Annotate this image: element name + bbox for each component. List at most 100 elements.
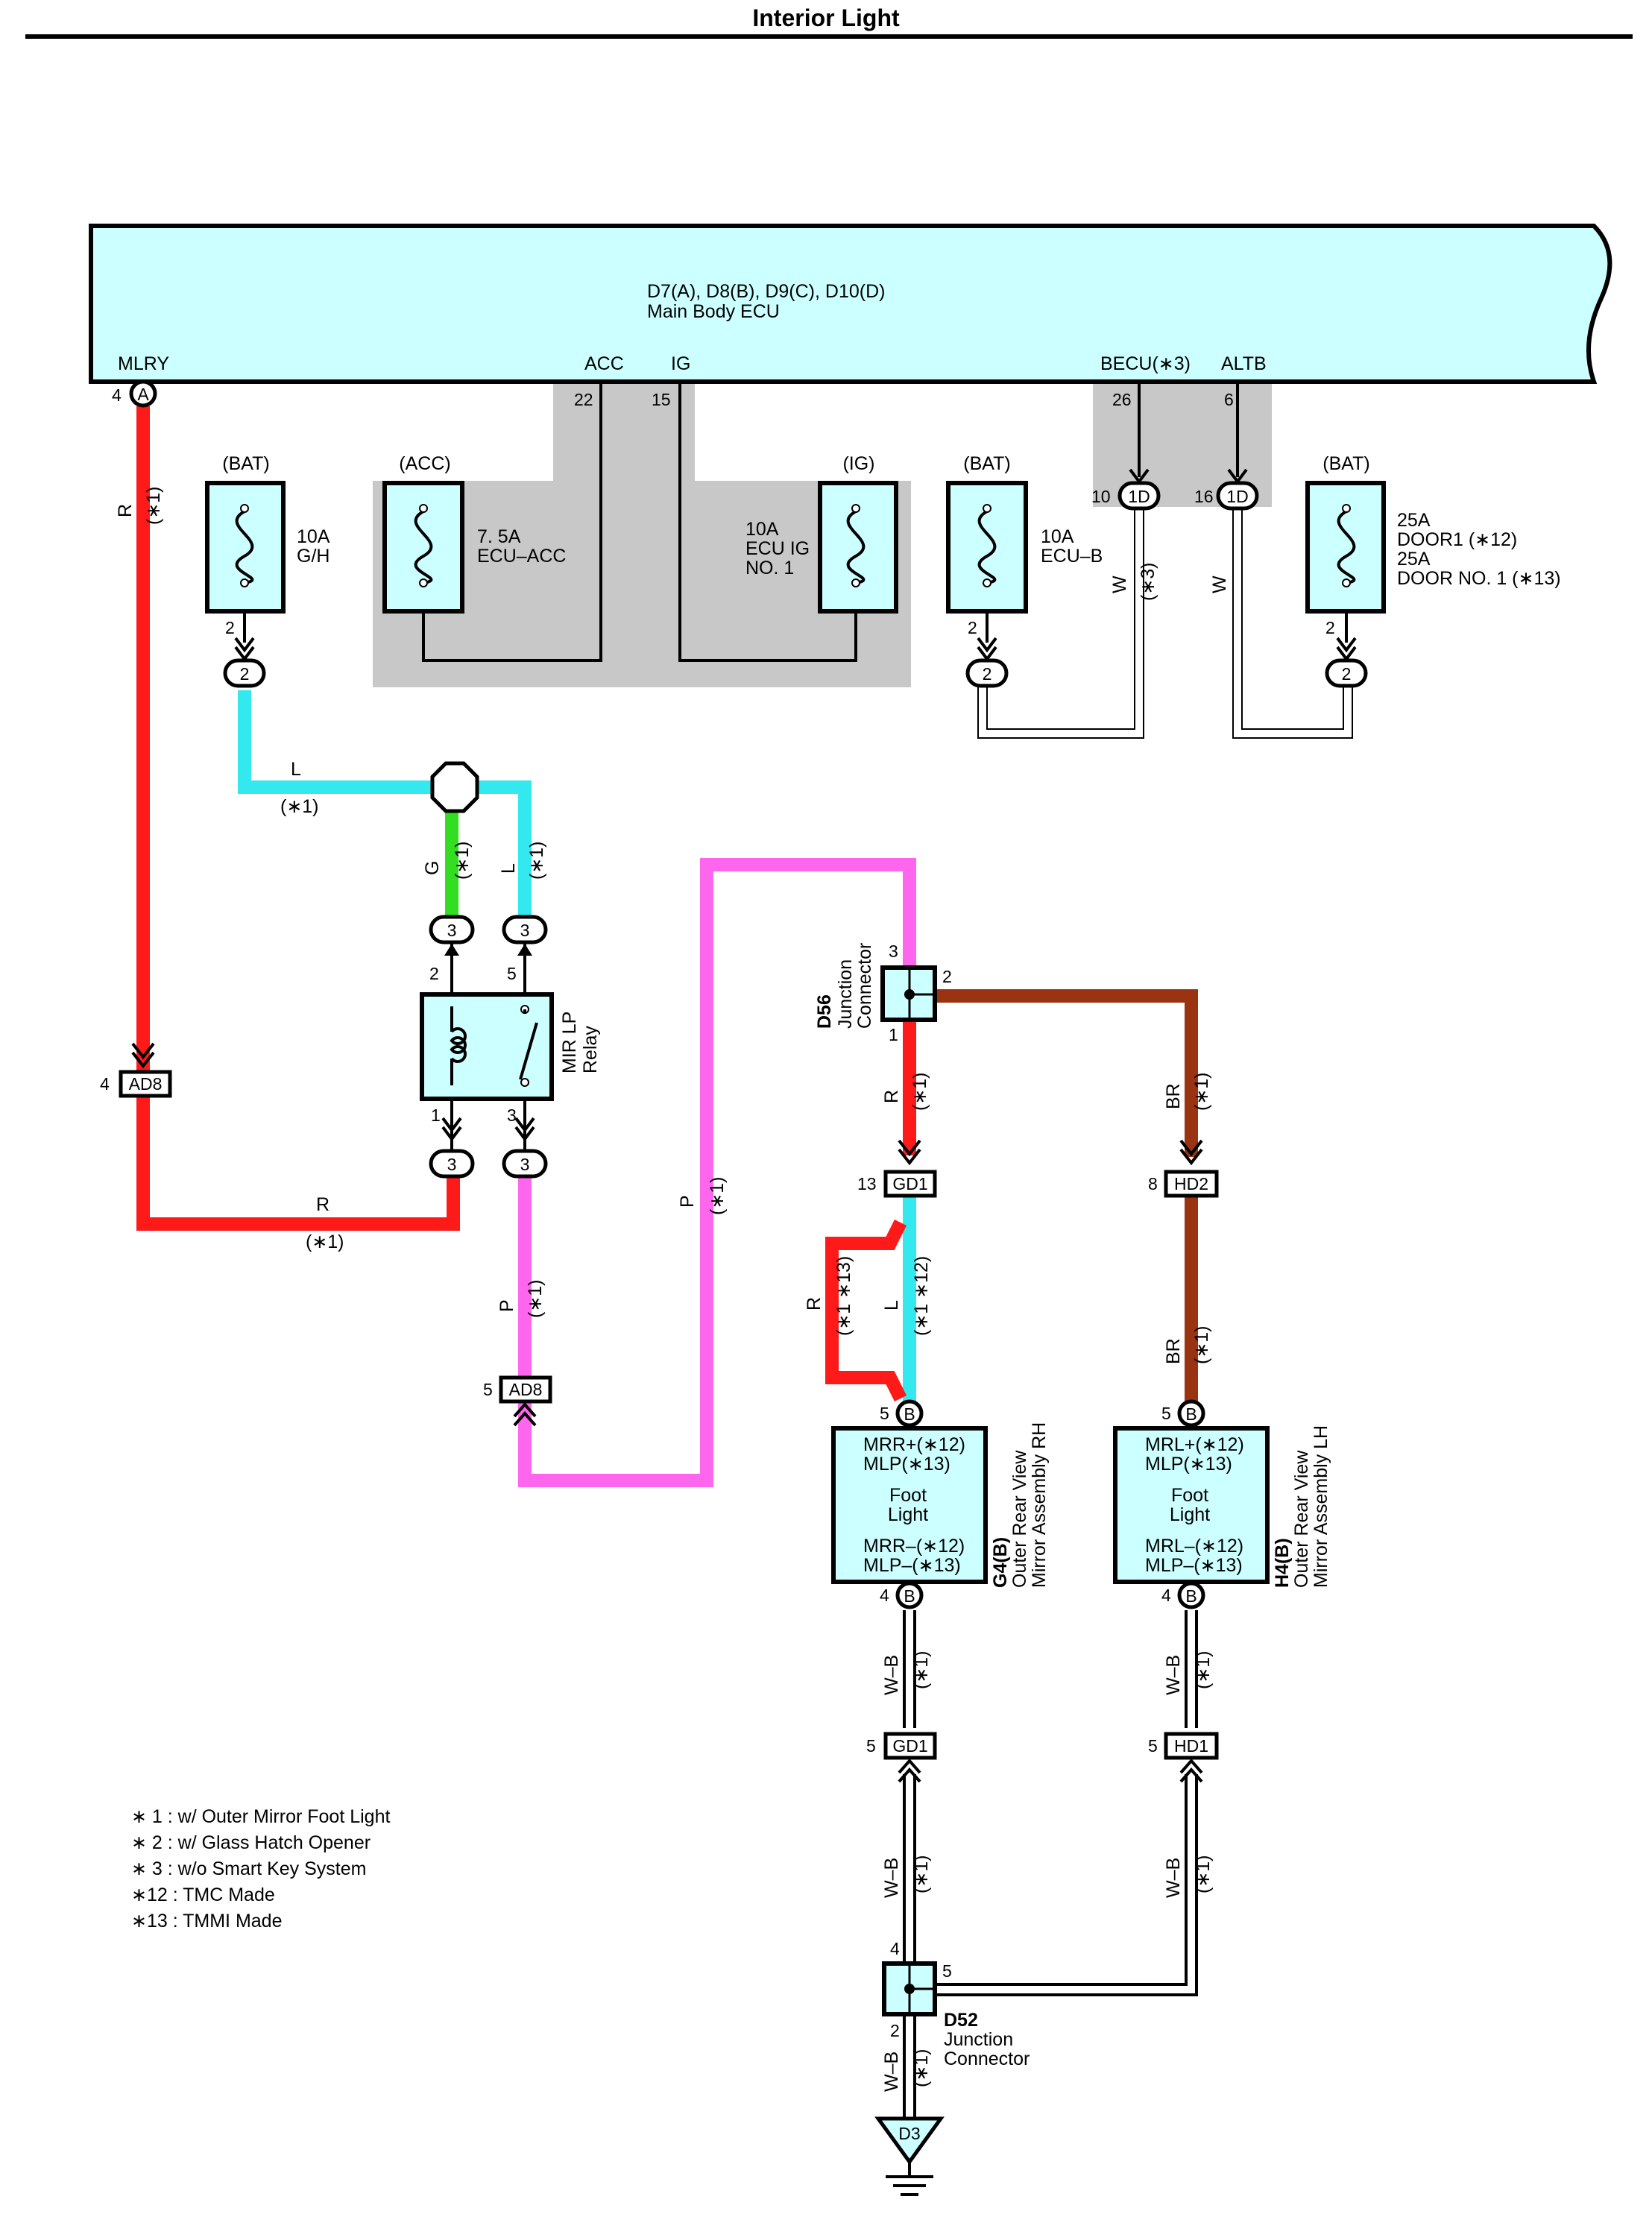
relay-pin-3: 3 (507, 1106, 517, 1125)
fuse-ecu-b[interactable]: (BAT) 10A ECU–B (946, 453, 1103, 643)
svg-text:2: 2 (983, 664, 992, 684)
svg-text:2: 2 (240, 664, 250, 684)
shade-acc-ig (373, 380, 911, 687)
svg-text:MLP–(∗13): MLP–(∗13) (863, 1555, 961, 1576)
svg-text:MRR+(∗12): MRR+(∗12) (863, 1434, 965, 1455)
svg-text:2: 2 (225, 618, 235, 637)
mir-lp-relay[interactable]: 2 5 1 3 MIR LP Relay (420, 942, 601, 1151)
svg-text:DOOR NO. 1 (∗13): DOOR NO. 1 (∗13) (1397, 568, 1561, 589)
svg-text:4: 4 (1161, 1586, 1171, 1605)
svg-text:(∗1 ∗13): (∗1 ∗13) (833, 1256, 854, 1336)
svg-text:L: L (291, 759, 301, 780)
svg-text:Light: Light (1170, 1504, 1210, 1525)
fuse-connectors: 2 2 2 2 2 2 (223, 618, 1368, 688)
svg-text:MRL+(∗12): MRL+(∗12) (1145, 1434, 1244, 1455)
svg-text:(∗1): (∗1) (1193, 1855, 1214, 1893)
svg-text:W–B: W–B (881, 1858, 902, 1898)
wire-labels: R (∗1) L (∗1) G (∗1) L (∗1) R (∗1) P (∗1… (115, 486, 1230, 2092)
svg-text:AD8: AD8 (129, 1074, 163, 1094)
svg-text:Junction: Junction (944, 2029, 1013, 2050)
svg-text:3: 3 (447, 921, 457, 940)
fuse-ig-source: (IG) (842, 453, 874, 474)
svg-text:(∗1): (∗1) (911, 1855, 932, 1893)
connector-1d-becu: 1D 10 (1091, 468, 1161, 511)
fuse-door-rating: 25A (1397, 510, 1431, 531)
wire-white-becu (977, 504, 1144, 739)
ecu-pin-label-mlry: MLRY (118, 353, 169, 374)
wire-red-mlry (136, 406, 460, 1231)
d52-code: D52 (944, 2010, 978, 2031)
svg-text:R: R (316, 1194, 330, 1215)
svg-text:P: P (496, 1299, 517, 1312)
relay-pin-5: 5 (507, 964, 517, 983)
connector-1d-altb: 1D 16 (1194, 468, 1259, 511)
svg-text:4: 4 (100, 1074, 110, 1094)
svg-text:(∗1): (∗1) (1191, 1325, 1212, 1364)
svg-text:A: A (137, 385, 149, 404)
mirror-assembly-rh[interactable]: B 5 MRR+(∗12) MLP(∗13) Foot Light MRR–(∗… (831, 1399, 1050, 1609)
main-body-ecu[interactable]: D7(A), D8(B), D9(C), D10(D) Main Body EC… (89, 224, 1612, 384)
svg-text:3: 3 (520, 1155, 530, 1174)
svg-text:5: 5 (483, 1380, 493, 1399)
svg-text:W–B: W–B (1163, 1858, 1184, 1898)
footnote: ∗ 2 : w/ Glass Hatch Opener (131, 1832, 371, 1853)
svg-text:5: 5 (880, 1404, 889, 1423)
fuse-door-source: (BAT) (1322, 453, 1369, 474)
fuse-acc-source: (ACC) (399, 453, 450, 474)
d52-junction-connector[interactable]: 4 5 2 D52 Junction Connector (882, 1939, 1030, 2069)
svg-text:B: B (1185, 1404, 1197, 1424)
svg-text:(∗1): (∗1) (143, 486, 164, 525)
svg-text:2: 2 (942, 967, 952, 986)
svg-text:2: 2 (1325, 618, 1335, 637)
svg-text:ECU IG: ECU IG (745, 538, 810, 559)
ecu-box (89, 224, 1612, 384)
page-title: Interior Light (752, 4, 900, 31)
footnote: ∗12 : TMC Made (131, 1885, 275, 1905)
svg-text:3: 3 (889, 942, 898, 961)
connector-gd1-bottom: GD1 5 (866, 1732, 937, 1783)
fuse-gh[interactable]: (BAT) 10A G/H (205, 453, 330, 643)
svg-text:AD8: AD8 (509, 1380, 543, 1399)
svg-text:MLP(∗13): MLP(∗13) (863, 1454, 950, 1475)
svg-text:Junction: Junction (835, 959, 856, 1029)
fuse-door1[interactable]: (BAT) 25A DOOR1 (∗12) 25A DOOR NO. 1 (∗1… (1305, 453, 1561, 643)
svg-text:W–B: W–B (881, 2051, 902, 2092)
svg-text:(∗1): (∗1) (911, 2049, 932, 2087)
svg-text:(∗1): (∗1) (909, 1072, 930, 1111)
wire-cyan-fuse (238, 690, 452, 794)
svg-text:L: L (881, 1300, 902, 1311)
svg-text:MLP–(∗13): MLP–(∗13) (1145, 1555, 1243, 1576)
connector-ad8-top: AD8 4 (100, 1042, 172, 1098)
connector-hd2: HD2 8 (1148, 1139, 1219, 1198)
ecu-name: Main Body ECU (647, 301, 780, 322)
svg-text:1: 1 (889, 1025, 898, 1044)
connector-ad8-bottom: AD8 5 (483, 1375, 552, 1427)
svg-text:Relay: Relay (580, 1026, 601, 1073)
fuse-ecub-source: (BAT) (963, 453, 1010, 474)
svg-text:1D: 1D (1226, 487, 1248, 506)
svg-text:(∗1): (∗1) (707, 1176, 728, 1215)
svg-text:(∗1): (∗1) (911, 1650, 932, 1689)
fuse-ecu-acc[interactable]: (ACC) 7. 5A ECU–ACC (382, 453, 566, 614)
wire-ig-internal (678, 382, 857, 662)
fuse-ecub-rating: 10A (1041, 526, 1074, 547)
footnote: ∗ 1 : w/ Outer Mirror Foot Light (131, 1806, 391, 1827)
svg-text:MRR–(∗12): MRR–(∗12) (863, 1536, 965, 1557)
ecu-pin-label-acc: ACC (584, 353, 624, 374)
d56-junction-connector[interactable]: 3 2 1 D56 Junction Connector (814, 942, 952, 1044)
title-rule (25, 34, 1633, 39)
svg-text:DOOR1 (∗12): DOOR1 (∗12) (1397, 529, 1517, 550)
svg-text:3: 3 (520, 921, 530, 940)
svg-text:W: W (1209, 575, 1230, 593)
svg-text:B: B (1185, 1586, 1197, 1606)
fuse-acc-rating: 7. 5A (477, 526, 521, 547)
fuse-ecu-ig[interactable]: (IG) 10A ECU IG NO. 1 (745, 453, 898, 614)
svg-text:HD2: HD2 (1174, 1174, 1208, 1193)
svg-text:W–B: W–B (1163, 1655, 1184, 1695)
svg-text:GD1: GD1 (892, 1174, 927, 1193)
svg-text:5: 5 (866, 1736, 876, 1756)
svg-text:16: 16 (1194, 487, 1214, 506)
svg-text:B: B (904, 1404, 915, 1424)
fuse-gh-rating: 10A (297, 526, 330, 547)
mirror-assembly-lh[interactable]: B 5 MRL+(∗12) MLP(∗13) Foot Light MRL–(∗… (1113, 1399, 1331, 1609)
